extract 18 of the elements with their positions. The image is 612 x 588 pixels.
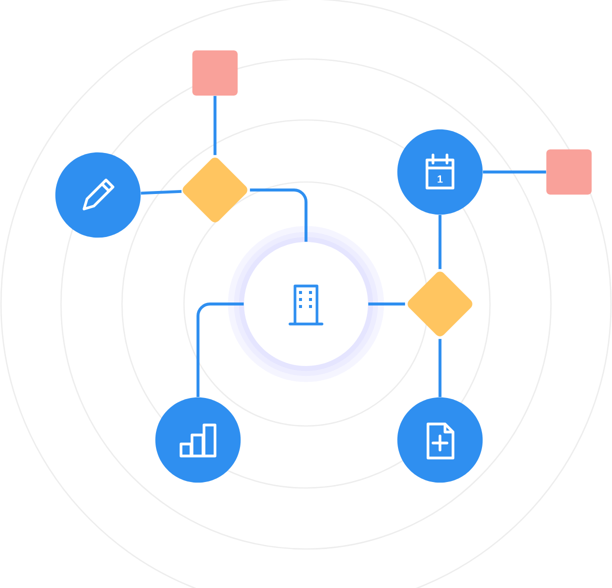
day-number: 1: [438, 175, 443, 183]
connector: [438, 214, 442, 270]
connector: [140, 190, 182, 195]
connector: [482, 170, 546, 174]
connector: [214, 96, 216, 156]
square-marker: [546, 149, 592, 195]
connector: [368, 302, 406, 306]
connector: [250, 188, 308, 242]
document-circle: [397, 397, 483, 483]
decision-diamond: [182, 158, 248, 222]
chart-circle: [155, 397, 241, 483]
decision-diamond: [408, 272, 472, 336]
square-marker: [192, 50, 238, 96]
connector: [196, 302, 244, 398]
calendar-circle: [397, 129, 483, 215]
connector: [438, 338, 442, 398]
pencil-circle: [55, 152, 141, 238]
center-circle: [228, 226, 384, 382]
